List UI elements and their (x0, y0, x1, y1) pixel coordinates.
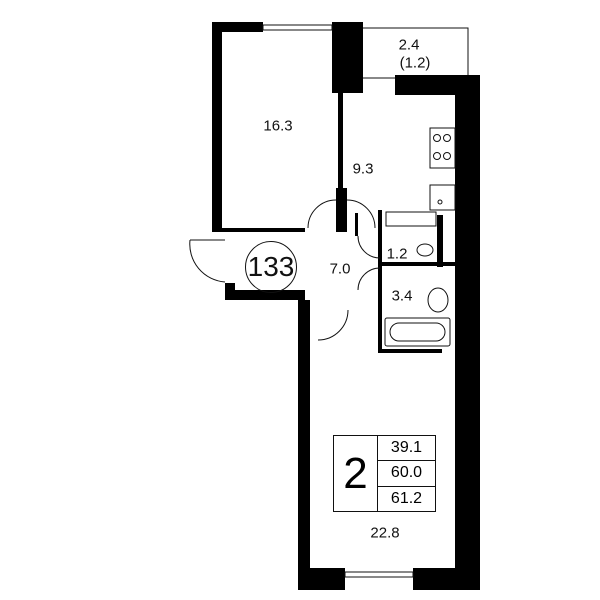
bedroom-door (307, 199, 337, 229)
stove-icon (429, 127, 456, 169)
toilet-door (357, 235, 381, 259)
balcony-area: 2.4 (398, 36, 420, 54)
toilet-area: 1.2 (386, 245, 408, 263)
bathroom-door (357, 267, 381, 291)
kitchen-door (346, 199, 376, 229)
washbasin-icon (427, 287, 449, 313)
sink-icon (429, 184, 456, 211)
hall-area: 7.0 (329, 260, 351, 278)
total-area: 60.0 (378, 461, 435, 487)
apartment-number: 133 (245, 241, 297, 293)
summary-box: 2 39.1 60.0 61.2 (333, 435, 436, 512)
living-window (344, 571, 414, 578)
balcony-outline (363, 27, 469, 75)
fixtures-and-doors (189, 24, 469, 578)
room-count: 2 (334, 436, 378, 511)
bedroom-area: 16.3 (263, 117, 293, 135)
living-area: 39.1 (378, 436, 435, 462)
bathtub-icon (384, 317, 451, 347)
total-area-with-balcony: 61.2 (390, 489, 423, 507)
entrance-door (189, 239, 226, 283)
bathroom-area: 3.4 (391, 287, 413, 305)
walls (212, 22, 480, 590)
living-door (317, 309, 349, 341)
counter-icon (385, 211, 437, 227)
balcony-reduced-area: (1.2) (399, 54, 431, 72)
kitchen-area: 9.3 (352, 160, 374, 178)
living-room-area: 22.8 (370, 524, 400, 542)
bedroom-window (262, 24, 333, 31)
toilet-icon (416, 243, 434, 257)
